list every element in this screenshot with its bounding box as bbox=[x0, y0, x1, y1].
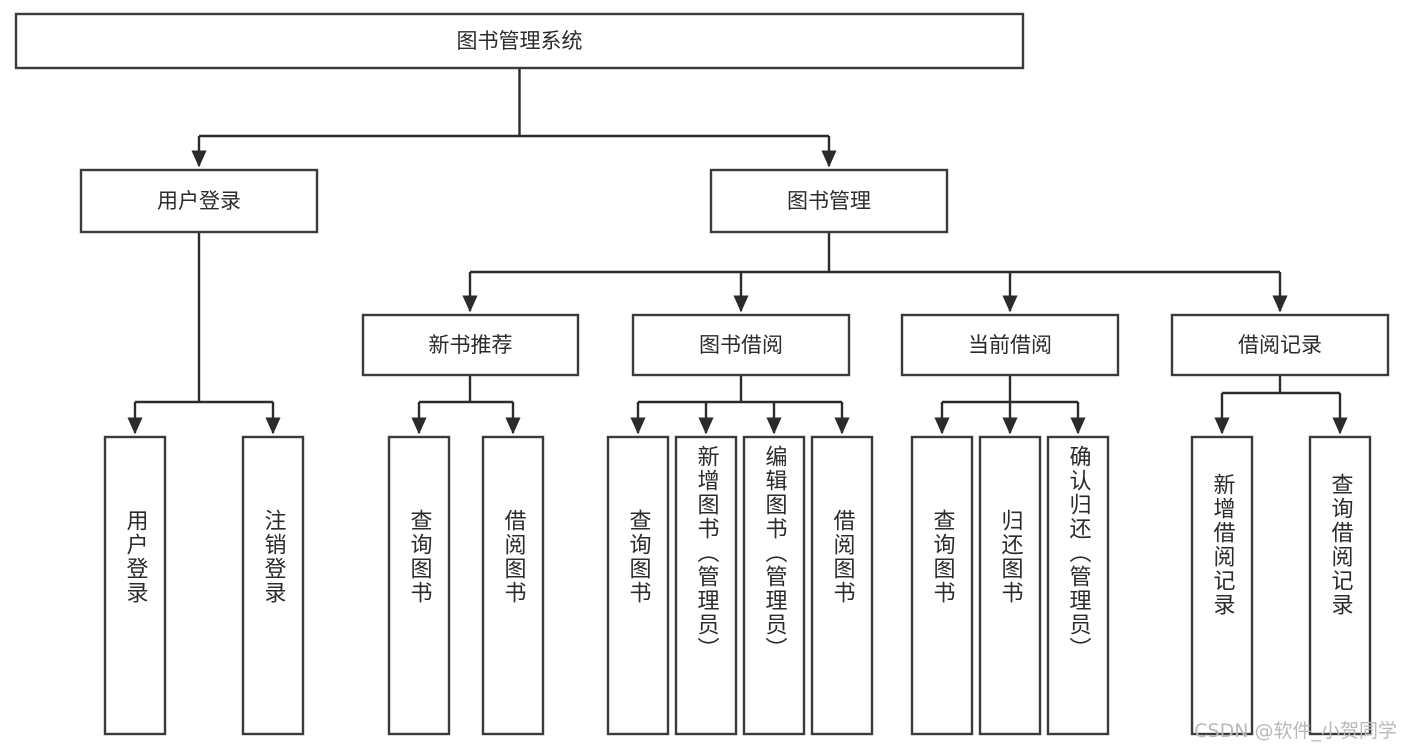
leaf-new-book-1[interactable] bbox=[481, 435, 545, 736]
leaf-current-borrow-1[interactable] bbox=[978, 435, 1042, 736]
leaf-book-borrow-2[interactable] bbox=[742, 435, 806, 736]
leaf-user-login-1[interactable] bbox=[241, 435, 305, 736]
leaf-borrow-record-1[interactable] bbox=[1308, 435, 1372, 736]
nodes-layer: 图书管理系统 用户登录 图书管理 新书推荐 图书借阅 当前借阅 借阅记录 bbox=[14, 12, 1390, 736]
node-user-login[interactable] bbox=[79, 168, 319, 234]
node-book-manage[interactable] bbox=[709, 168, 949, 234]
node-root[interactable] bbox=[14, 12, 1025, 70]
leaf-borrow-record-0[interactable] bbox=[1190, 435, 1254, 736]
watermark-text: CSDN @软件_小贺同学 bbox=[1194, 720, 1397, 742]
leaf-book-borrow-0[interactable] bbox=[606, 435, 670, 736]
node-current-borrow[interactable] bbox=[900, 313, 1120, 377]
node-root-label: 图书管理系统 bbox=[457, 29, 583, 53]
leaf-book-borrow-1[interactable] bbox=[674, 435, 738, 736]
leaf-book-borrow-3[interactable] bbox=[810, 435, 874, 736]
node-borrow-record[interactable] bbox=[1170, 313, 1390, 377]
leaf-new-book-0[interactable] bbox=[387, 435, 451, 736]
node-book-borrow-label: 图书借阅 bbox=[699, 333, 783, 357]
node-book-borrow[interactable] bbox=[631, 313, 851, 377]
node-book-manage-label: 图书管理 bbox=[787, 189, 871, 213]
node-new-book-recommend[interactable] bbox=[361, 313, 580, 377]
node-new-book-recommend-label: 新书推荐 bbox=[429, 333, 513, 357]
node-current-borrow-label: 当前借阅 bbox=[968, 333, 1052, 357]
leaf-user-login-0[interactable] bbox=[103, 435, 167, 736]
node-borrow-record-label: 借阅记录 bbox=[1238, 333, 1322, 357]
edges-layer bbox=[127, 68, 1348, 435]
leaf-current-borrow-2[interactable] bbox=[1046, 435, 1110, 736]
leaf-current-borrow-0[interactable] bbox=[910, 435, 974, 736]
node-user-login-label: 用户登录 bbox=[157, 189, 241, 213]
